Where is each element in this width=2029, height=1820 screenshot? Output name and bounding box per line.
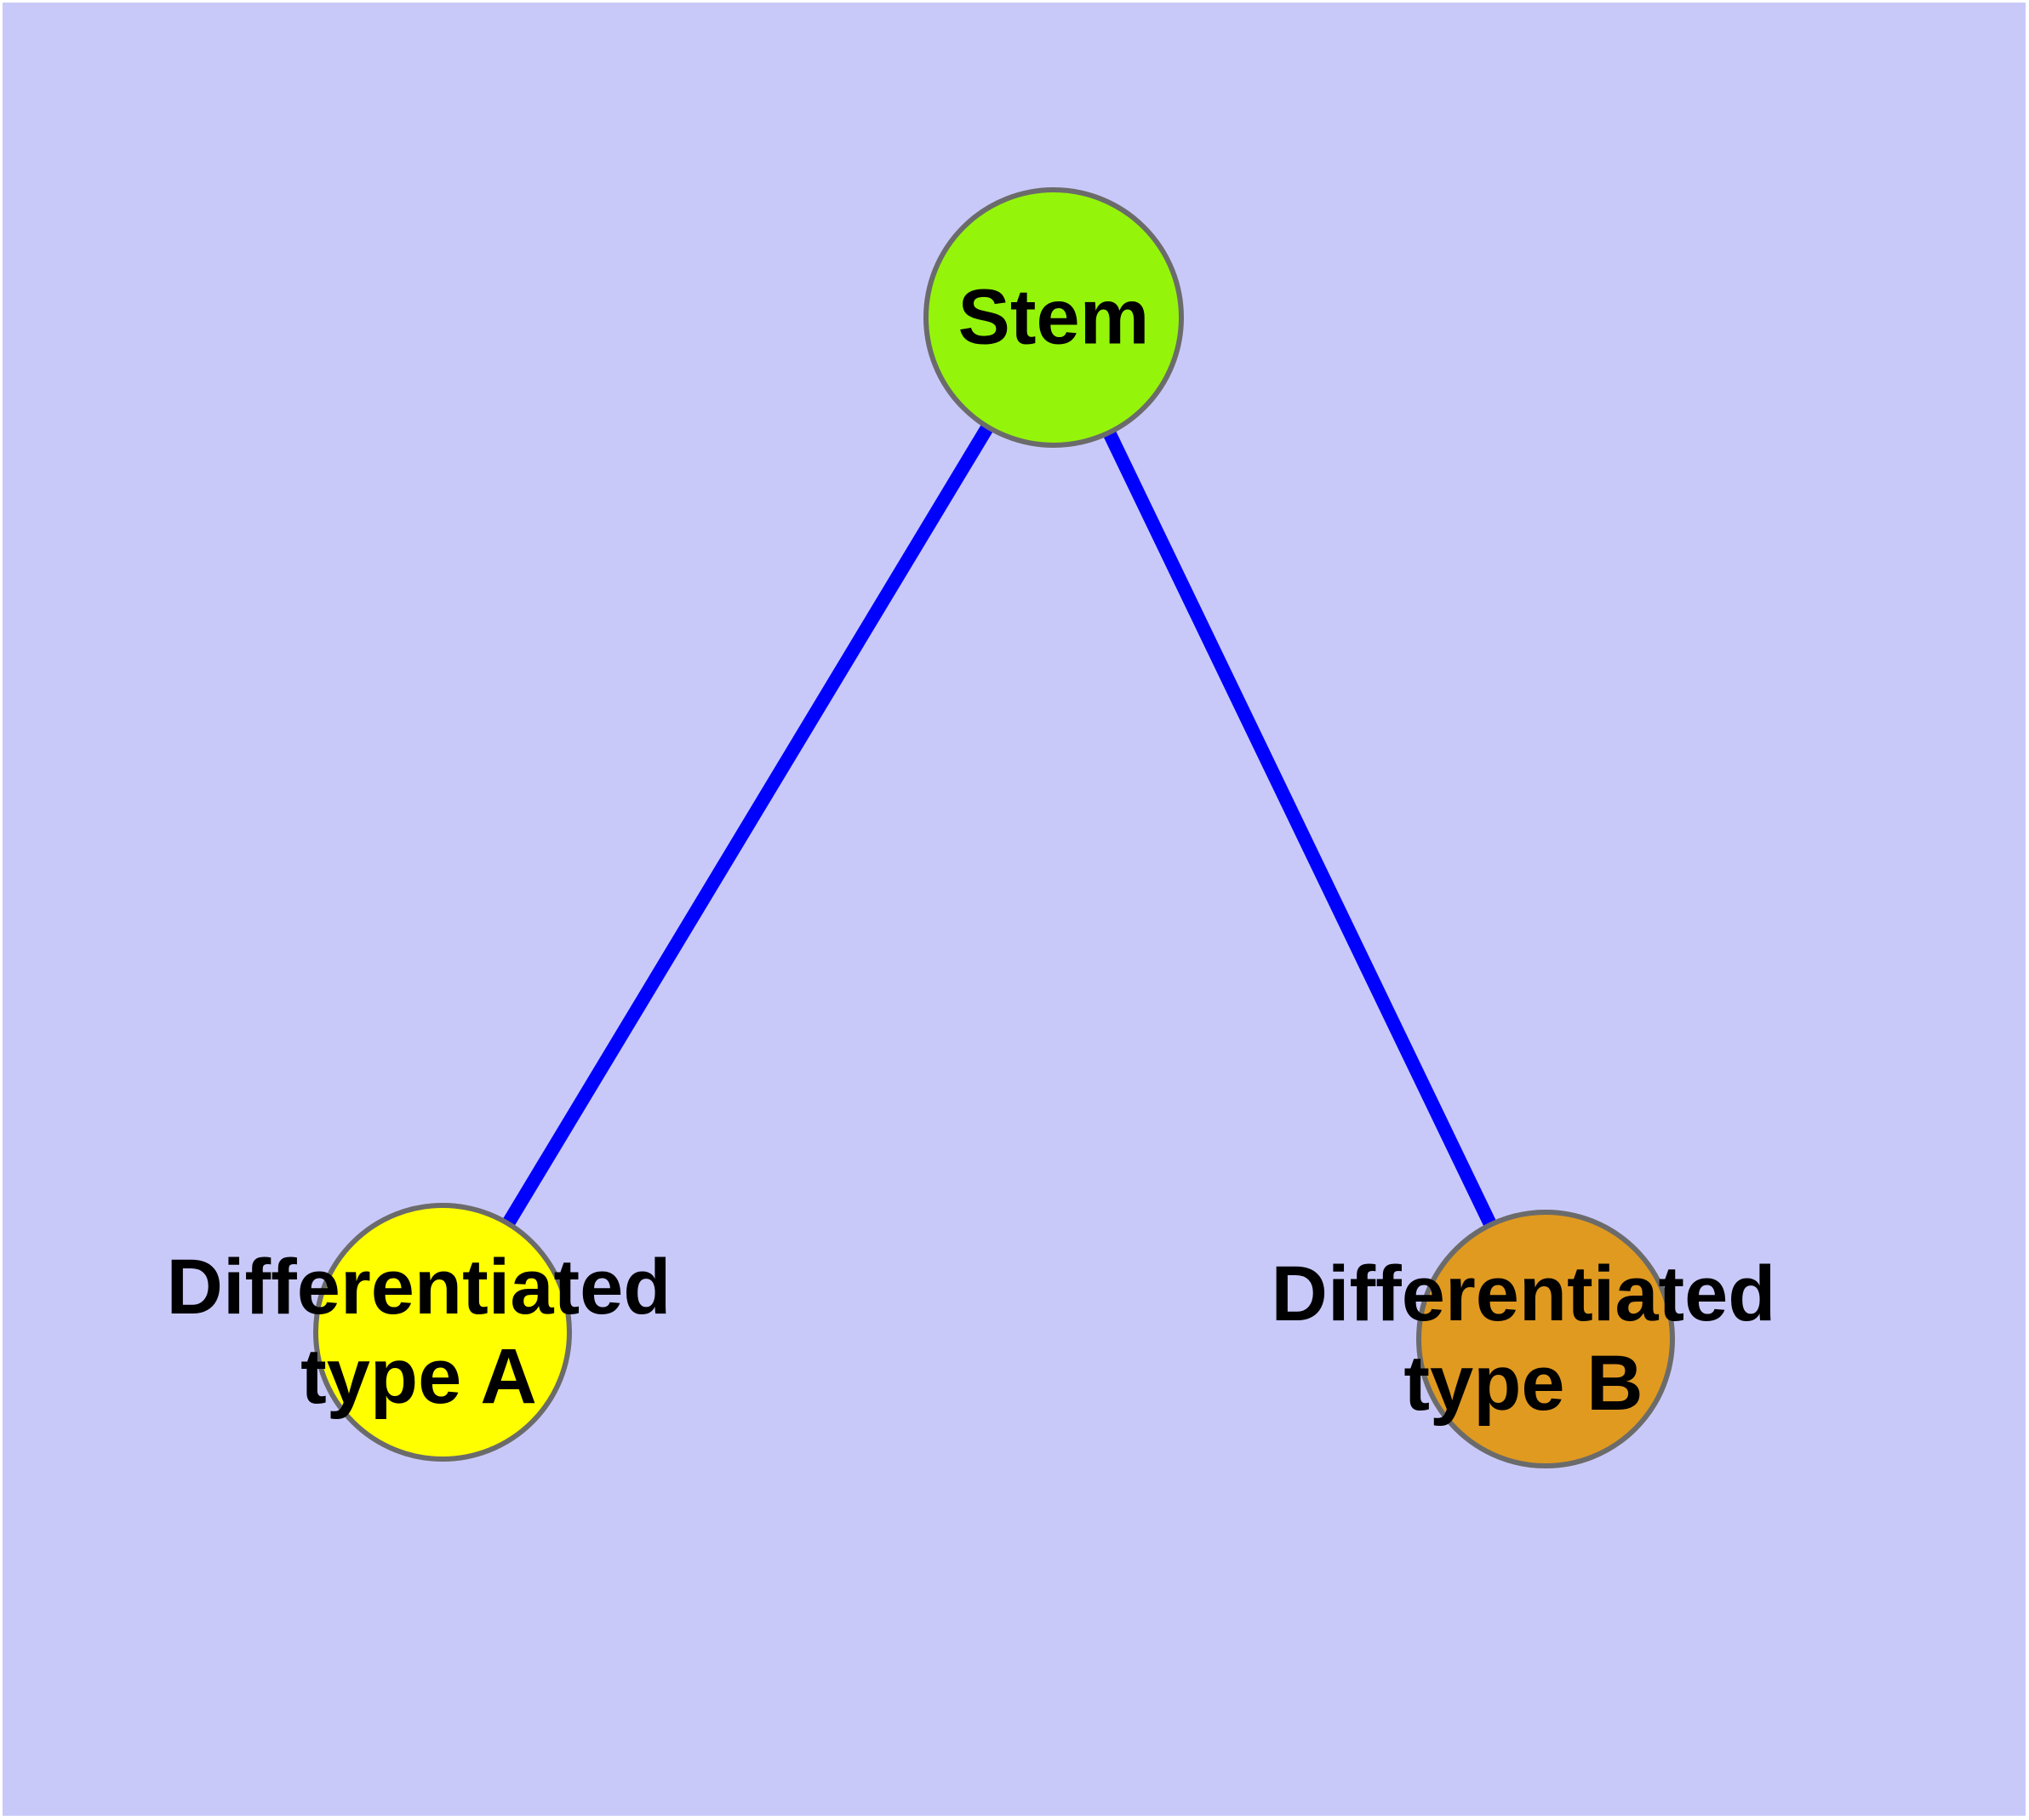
node-label-differentiated-type-b: Differentiated type B [1272,1250,1776,1428]
edge-stem-to-type-a [437,313,1060,1336]
node-label-type-b-line1: Differentiated [1271,1251,1776,1337]
node-label-differentiated-type-a: Differentiated type A [167,1243,672,1422]
node-differentiated-type-a [313,1203,572,1462]
node-label-stem: Stem [958,273,1150,363]
node-differentiated-type-b [1416,1210,1675,1468]
node-label-type-a-line2: type A [300,1333,537,1420]
node-label-stem-text: Stem [957,273,1150,361]
node-stem [923,187,1184,448]
node-label-type-b-line2: type B [1403,1340,1643,1427]
node-label-type-a-line1: Differentiated [166,1244,672,1331]
edge-stem-to-type-b [1047,314,1552,1342]
